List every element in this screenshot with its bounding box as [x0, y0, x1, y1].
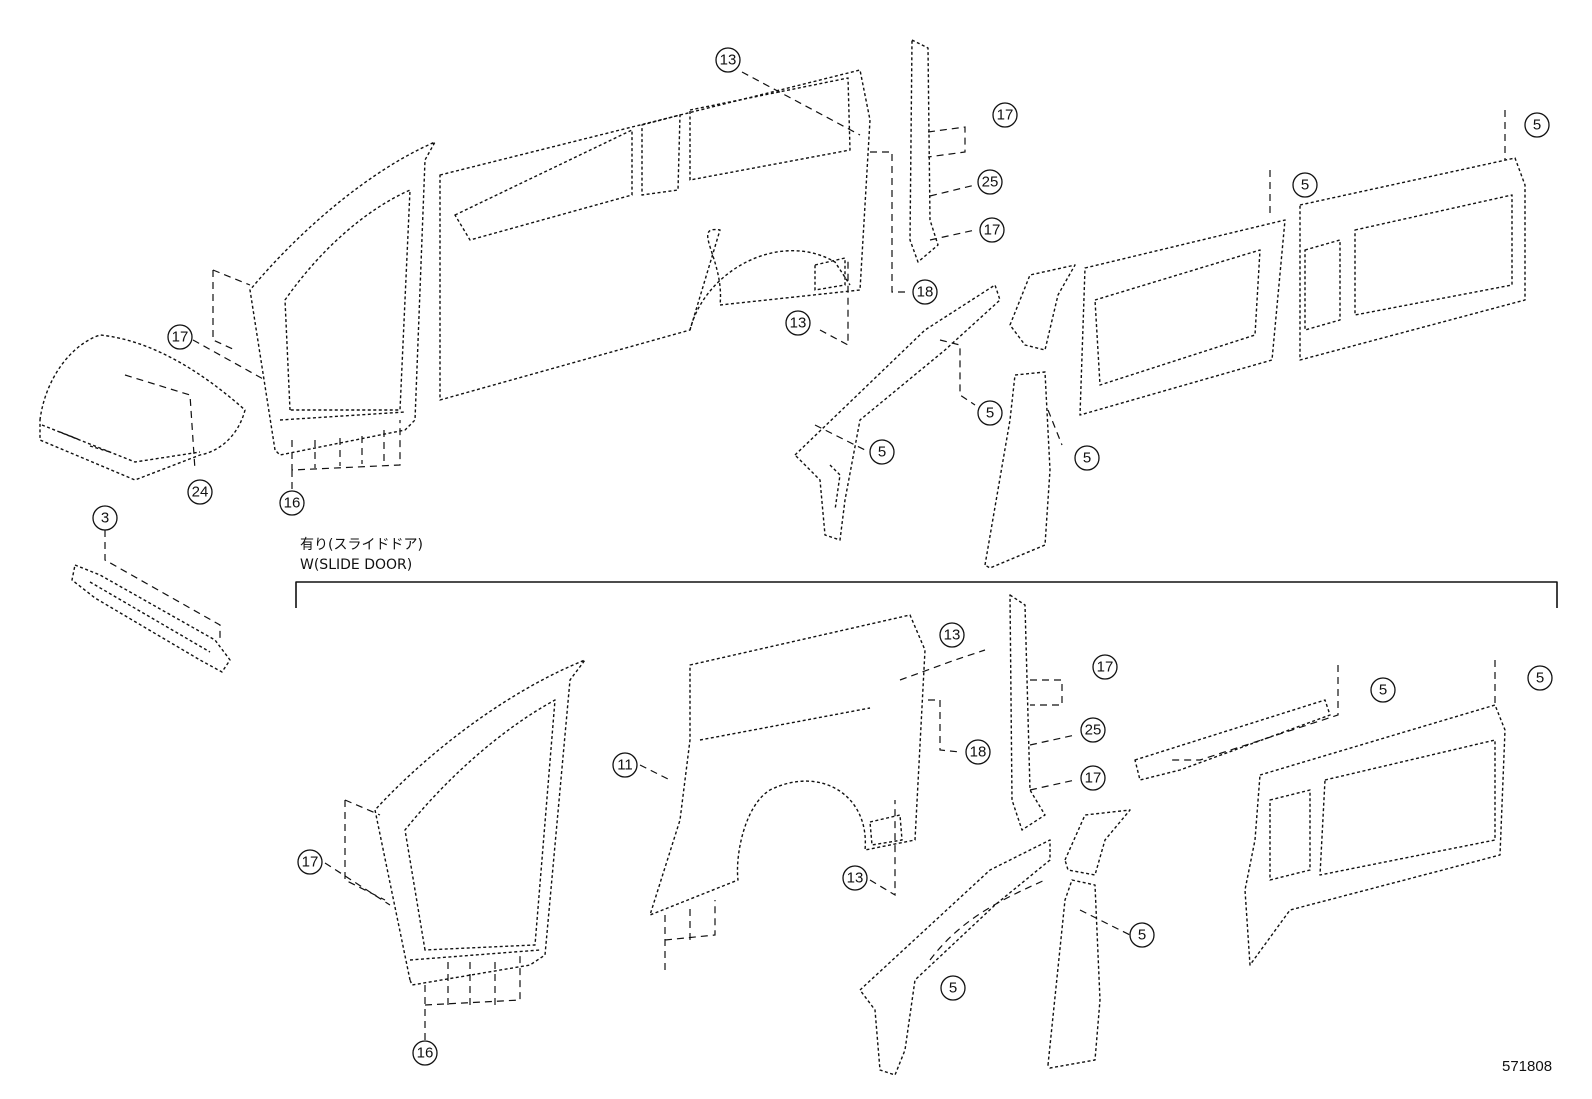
callout-13-top: 13: [715, 47, 741, 73]
quarter-pillar-lower: [1009, 594, 1046, 831]
hood-panel: [39, 334, 246, 481]
callout-5-a: 5: [1292, 172, 1318, 198]
callout-5-g: 5: [1527, 665, 1553, 691]
svg-text:5: 5: [949, 980, 957, 997]
svg-text:11: 11: [617, 757, 633, 774]
diagram-code: 571808: [1502, 1058, 1553, 1075]
svg-text:5: 5: [878, 444, 886, 461]
side-panel-upper: [439, 69, 871, 401]
back-panel-upper: [1299, 157, 1526, 361]
quarter-pillar-upper: [909, 39, 939, 263]
callout-18-a: 18: [912, 279, 938, 305]
callout-25-b: 25: [1080, 717, 1106, 743]
svg-text:5: 5: [1536, 670, 1544, 687]
callout-11: 11: [612, 752, 638, 778]
svg-text:17: 17: [172, 329, 189, 346]
callout-16-a: 16: [279, 490, 305, 516]
callout-17-e: 17: [1080, 765, 1106, 791]
svg-text:13: 13: [944, 627, 961, 644]
back-side-panel-lower: [1244, 704, 1506, 966]
roof-reinforcement-lower: [1134, 699, 1331, 781]
callout-17-c: 17: [167, 324, 193, 350]
callout-5-d: 5: [1074, 445, 1100, 471]
callout-5-f: 5: [1370, 677, 1396, 703]
callout-25-a: 25: [977, 169, 1003, 195]
callout-5-b: 5: [1524, 112, 1550, 138]
callouts: 13 17 25 17 18 5 5 17 13 5 5 5 24 16 3 1…: [92, 47, 1553, 1066]
variant-label-en: W(SLIDE DOOR): [300, 557, 413, 573]
svg-text:13: 13: [847, 870, 864, 887]
svg-text:17: 17: [1097, 659, 1114, 676]
svg-text:25: 25: [1085, 722, 1102, 739]
svg-text:5: 5: [1379, 682, 1387, 699]
svg-text:16: 16: [284, 495, 301, 512]
svg-text:24: 24: [192, 484, 209, 501]
callout-18-b: 18: [965, 739, 991, 765]
front-pillar-panel-upper: [249, 141, 436, 456]
callout-5-h: 5: [1129, 922, 1155, 948]
svg-text:5: 5: [1533, 117, 1541, 134]
svg-text:5: 5: [1083, 450, 1091, 467]
callout-17-f: 17: [297, 849, 323, 875]
svg-text:17: 17: [302, 854, 319, 871]
roof-side-rail-upper: [794, 284, 1001, 541]
cowl-panel: [71, 564, 231, 673]
callout-24: 24: [187, 479, 213, 505]
variant-bracket: [295, 581, 1558, 608]
callout-17-b: 17: [979, 217, 1005, 243]
svg-text:17: 17: [997, 107, 1014, 124]
callout-13-c: 13: [939, 622, 965, 648]
variant-label-jp: 有り(スライドドア): [300, 537, 423, 553]
callout-17-a: 17: [992, 102, 1018, 128]
svg-text:13: 13: [720, 52, 737, 69]
svg-text:25: 25: [982, 174, 999, 191]
callout-5-i: 5: [940, 975, 966, 1001]
svg-text:18: 18: [970, 744, 987, 761]
callout-13-d: 13: [842, 865, 868, 891]
roof-side-rail-lower: [859, 839, 1051, 1076]
callout-16-b: 16: [412, 1040, 438, 1066]
callout-5-e: 5: [869, 439, 895, 465]
svg-text:5: 5: [1301, 177, 1309, 194]
svg-text:17: 17: [984, 222, 1001, 239]
center-pillar-lower: [1047, 809, 1131, 1069]
svg-text:16: 16: [417, 1045, 434, 1062]
front-pillar-panel-lower: [374, 659, 586, 986]
callout-13-b: 13: [785, 310, 811, 336]
leader-lines: [104, 71, 1506, 1040]
svg-text:13: 13: [790, 315, 807, 332]
rear-side-panel-upper: [1079, 219, 1286, 416]
svg-text:18: 18: [917, 284, 934, 301]
svg-text:17: 17: [1085, 770, 1102, 787]
svg-text:5: 5: [986, 405, 994, 422]
rear-side-panel-lower: [649, 614, 926, 916]
callout-17-d: 17: [1092, 654, 1118, 680]
callout-5-c: 5: [977, 400, 1003, 426]
callout-3: 3: [92, 505, 118, 531]
svg-text:3: 3: [101, 510, 109, 527]
svg-text:5: 5: [1138, 927, 1146, 944]
center-pillar-upper: [984, 264, 1076, 569]
